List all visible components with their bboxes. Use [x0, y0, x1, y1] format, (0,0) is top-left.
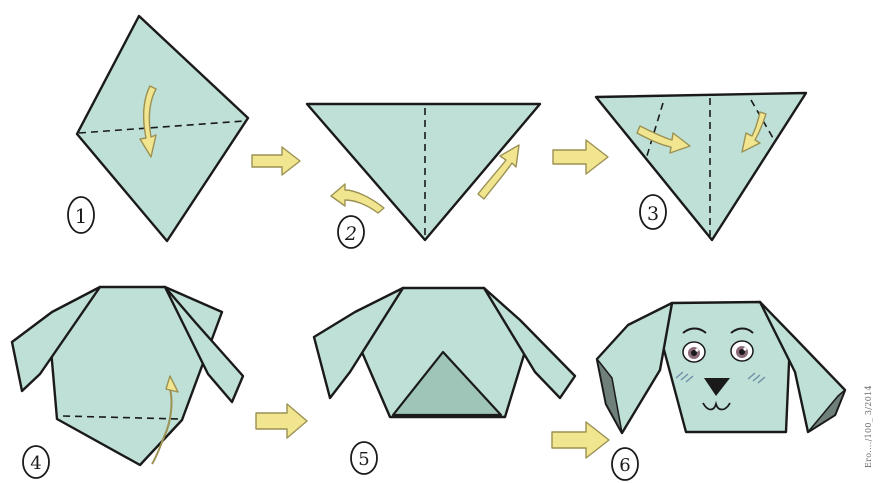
step-1-number: 1 — [75, 204, 88, 228]
step-4-number: 4 — [30, 453, 41, 474]
next-arrow-5-to-6 — [552, 422, 609, 458]
next-arrow-1-to-2 — [252, 147, 300, 175]
step-3-number: 3 — [647, 203, 659, 225]
step-3-paper — [596, 93, 806, 240]
step-6-diagram: 6 — [597, 302, 845, 480]
step-2-number: 2 — [344, 223, 357, 245]
next-arrow-4-to-5 — [256, 404, 307, 438]
step-1-paper — [77, 16, 248, 241]
step-6-left-ear — [597, 303, 672, 433]
watermark-text: Ero..../100_ 3/2014 — [864, 385, 873, 468]
step-6-number: 6 — [619, 455, 630, 476]
step-2-left-fold-arrow — [331, 184, 384, 213]
step-5-diagram: 5 — [314, 288, 575, 474]
next-arrow-2-to-3 — [553, 140, 608, 174]
step-5-number: 5 — [358, 449, 369, 470]
step-3-diagram: 3 — [596, 93, 806, 240]
step-1-diagram: 1 — [68, 16, 248, 241]
watermark-credit: Ero..../100_ 3/2014 — [862, 290, 878, 470]
step-4-diagram: 4 — [12, 287, 243, 478]
step-2-diagram: 2 — [307, 104, 540, 248]
